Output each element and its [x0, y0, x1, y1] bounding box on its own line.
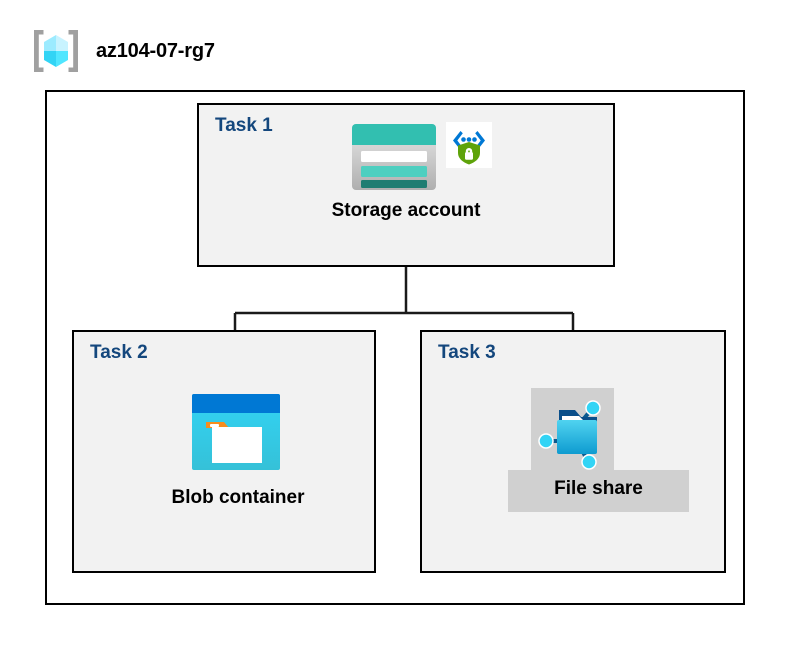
resource-group-header: az104-07-rg7 [30, 28, 215, 74]
blob-container-icon-wrap [190, 392, 282, 477]
task-1-label: Task 1 [215, 115, 273, 136]
file-share-label: File share [554, 478, 643, 499]
file-share-label-backdrop [508, 470, 689, 512]
blob-container-label: Blob container [171, 487, 305, 508]
encryption-shield-icon [446, 122, 492, 168]
storage-account-icon-group [350, 122, 492, 192]
task-3-label: Task 3 [438, 342, 496, 363]
azure-resource-group-icon [34, 30, 78, 72]
task-2-label: Task 2 [90, 342, 148, 363]
file-share-icon-wrap [535, 392, 613, 477]
storage-account-label: Storage account [331, 200, 481, 221]
task-panel-2: Task 2 [72, 330, 376, 573]
blob-container-icon [192, 394, 280, 470]
resource-group-title: az104-07-rg7 [96, 39, 215, 62]
storage-account-icon [352, 124, 436, 190]
file-share-icon [538, 400, 601, 470]
